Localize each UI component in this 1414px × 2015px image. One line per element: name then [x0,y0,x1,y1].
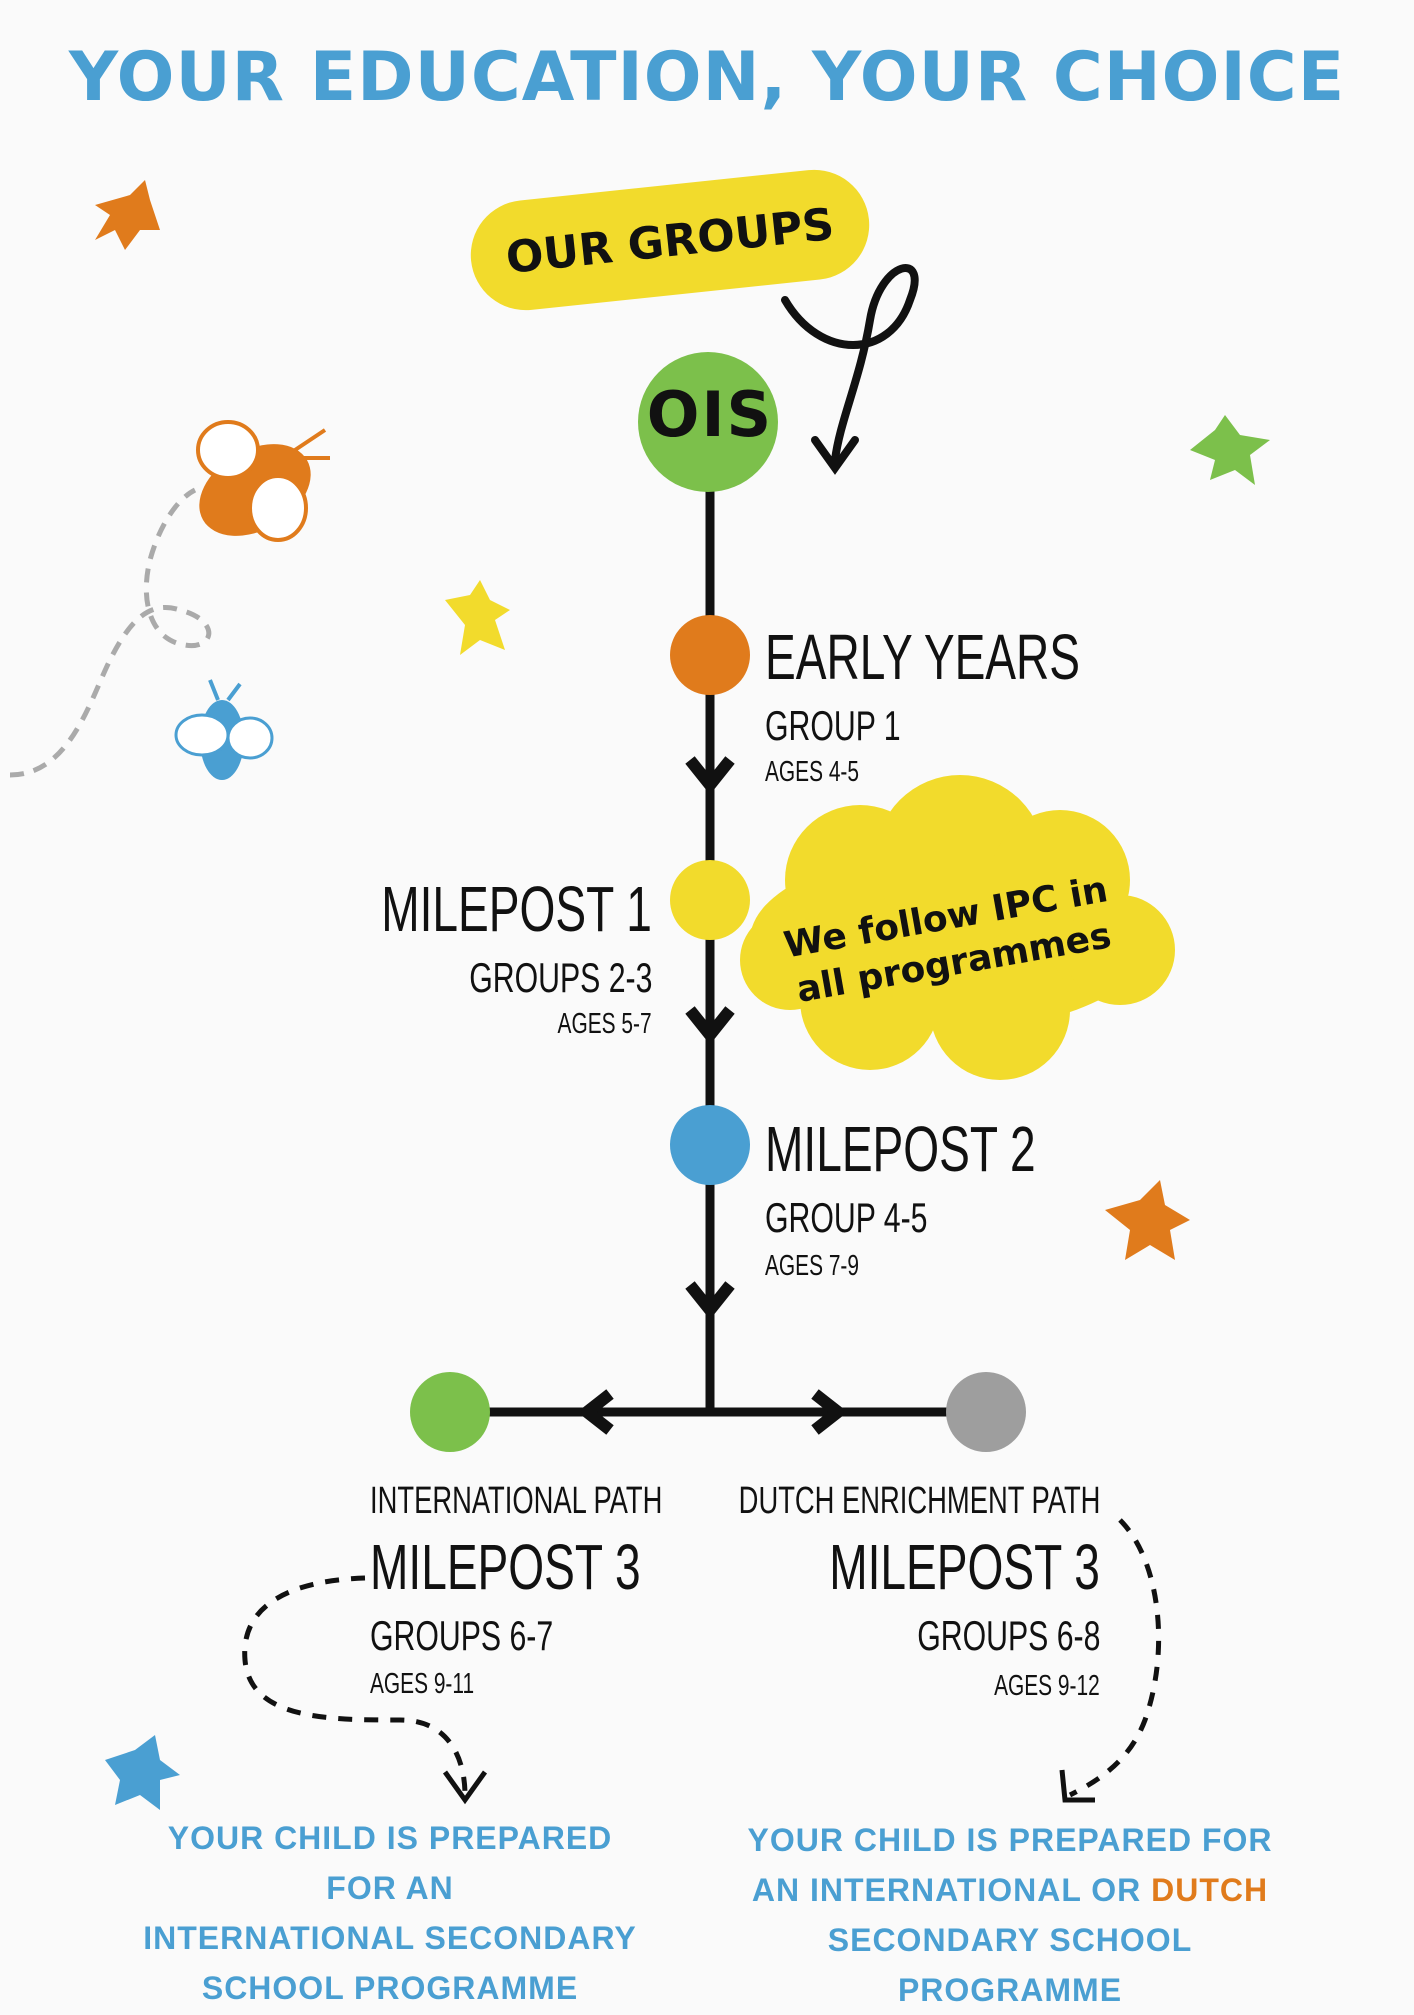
international-ages: AGES 9-11 [370,1668,475,1700]
yellow-flower-icon [445,580,510,655]
arrow-down-icon [685,756,735,791]
blue-flower-icon [105,1735,180,1810]
milepost2-groups: GROUP 4-5 [765,1194,928,1241]
milepost2-node [670,1105,750,1185]
international-outcome-note: YOUR CHILD IS PREPARED FOR AN INTERNATIO… [130,1813,650,2013]
international-note-line1: YOUR CHILD IS PREPARED FOR AN [167,1820,613,1906]
curly-arrow-head-icon [811,436,859,475]
dutch-path-label: DUTCH ENRICHMENT PATH [738,1480,1100,1522]
dutch-ages: AGES 9-12 [994,1670,1100,1702]
early-years-ages: AGES 4-5 [765,756,860,788]
orange-flower-icon [95,180,160,250]
early-years-node [670,615,750,695]
ipc-cloud [740,775,1175,1080]
milepost1-title: MILEPOST 1 [381,873,652,945]
international-note-line2: INTERNATIONAL SECONDARY [143,1920,637,1956]
international-note-line3: SCHOOL PROGRAMME [201,1970,579,2006]
orange-bee-icon [196,420,330,542]
early-years-title: EARLY YEARS [765,621,1081,693]
dutch-note-line3: SECONDARY SCHOOL PROGRAMME [827,1922,1193,2008]
arrow-right-icon [811,1389,844,1435]
international-milepost-title: MILEPOST 3 [370,1531,641,1603]
dutch-note-line2: AN INTERNATIONAL OR DUTCH [740,1865,1280,1915]
milepost2-title: MILEPOST 2 [765,1113,1036,1185]
dutch-milepost-title: MILEPOST 3 [829,1531,1100,1603]
milepost1-ages: AGES 5-7 [557,1008,652,1040]
dutch-highlight: DUTCH [1151,1872,1269,1908]
orange-flower-icon [1105,1180,1190,1260]
early-years-groups: GROUP 1 [765,702,901,749]
dashed-arrow-left [242,1575,468,1796]
international-node [410,1372,490,1452]
milepost1-node [670,860,750,940]
arrow-down-icon [685,1281,735,1316]
green-flower-icon [1190,415,1270,485]
dashed-arrow-right [1068,1518,1162,1798]
ois-label: OIS [646,378,774,451]
milepost2-ages: AGES 7-9 [765,1250,860,1282]
dutch-note-line1: YOUR CHILD IS PREPARED FOR [747,1822,1273,1858]
page-title: YOUR EDUCATION, YOUR CHOICE [68,38,1346,117]
dutch-node [946,1372,1026,1452]
curly-arrow-icon [781,264,919,464]
dutch-outcome-note: YOUR CHILD IS PREPARED FOR AN INTERNATIO… [740,1815,1280,2015]
dashed-arrow-left-head [442,1770,488,1805]
international-groups: GROUPS 6-7 [370,1612,554,1659]
arrow-down-icon [685,1006,735,1041]
dutch-note-line2-a: AN INTERNATIONAL OR [751,1872,1152,1908]
dashed-arrow-right-head [1059,1769,1095,1803]
arrow-left-icon [581,1389,614,1435]
dutch-groups: GROUPS 6-8 [916,1612,1100,1659]
international-path-label: INTERNATIONAL PATH [370,1480,663,1522]
milepost1-groups: GROUPS 2-3 [468,954,652,1001]
ois-node [638,352,778,492]
blue-bee-icon [174,679,274,780]
